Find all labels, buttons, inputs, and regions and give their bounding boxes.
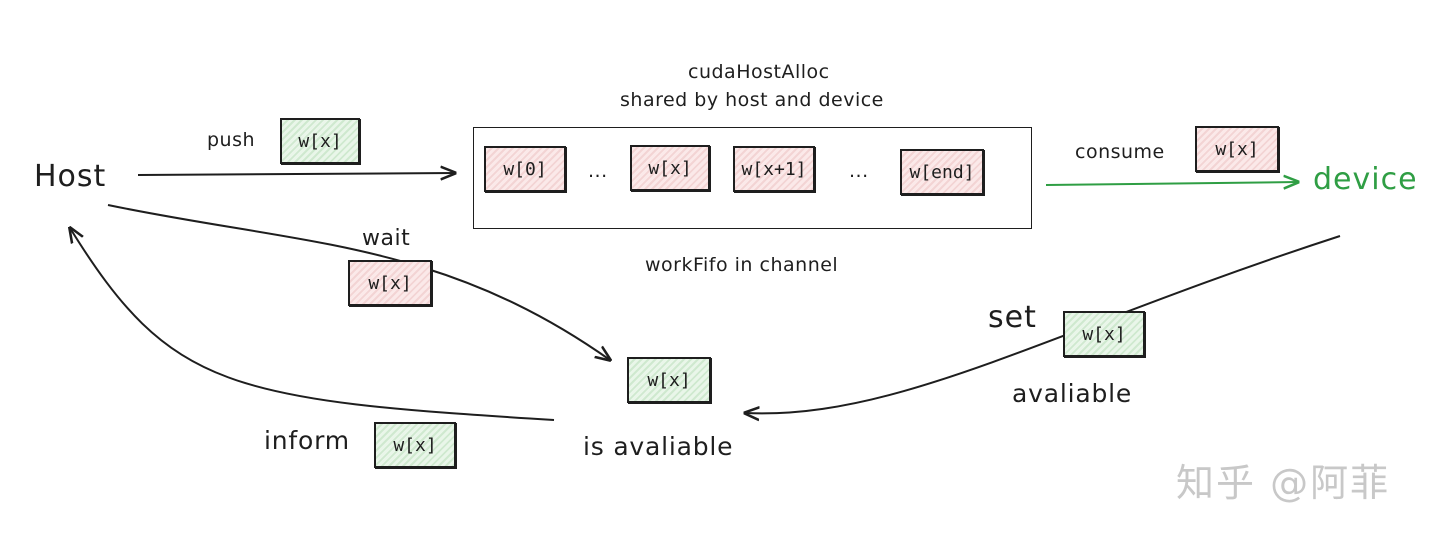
- fifo-item-x-text: w[x]: [648, 157, 692, 179]
- consume-item-text: w[x]: [1215, 138, 1259, 160]
- push-item-box: w[x]: [280, 118, 360, 164]
- consume-item-box: w[x]: [1195, 126, 1279, 172]
- fifo-item-0: w[0]: [484, 146, 566, 192]
- wait-item-box: w[x]: [348, 260, 432, 306]
- fifo-ellipsis-1: ...: [588, 160, 608, 182]
- inform-arrow: [70, 228, 555, 421]
- wait-arrow: [107, 204, 610, 360]
- set-item-text: w[x]: [1082, 323, 1126, 345]
- fifo-item-x: w[x]: [630, 145, 710, 191]
- set-item-box: w[x]: [1063, 311, 1145, 357]
- push-arrow: [137, 173, 455, 175]
- consume-arrow: [1045, 182, 1298, 185]
- consume-label: consume: [1075, 141, 1165, 163]
- inform-item-box: w[x]: [374, 422, 456, 468]
- fifo-item-x-plus-1: w[x+1]: [733, 146, 815, 192]
- device-node: device: [1313, 162, 1418, 197]
- available-state-label: is avaliable: [583, 432, 734, 461]
- fifo-item-end: w[end]: [900, 149, 984, 195]
- fifo-caption: workFifo in channel: [645, 254, 839, 276]
- caption-line-2: shared by host and device: [620, 89, 884, 111]
- wait-item-text: w[x]: [368, 272, 412, 294]
- set-arrow: [745, 235, 1341, 413]
- fifo-item-0-text: w[0]: [503, 158, 547, 180]
- fifo-item-x-plus-1-text: w[x+1]: [741, 158, 807, 180]
- push-item-text: w[x]: [298, 130, 342, 152]
- set-sublabel: avaliable: [1012, 379, 1133, 408]
- fifo-ellipsis-2: ...: [849, 160, 869, 182]
- inform-item-text: w[x]: [393, 434, 437, 456]
- inform-label: inform: [264, 426, 350, 455]
- wait-label: wait: [362, 226, 411, 251]
- caption-line-1: cudaHostAlloc: [688, 61, 830, 83]
- watermark: 知乎 @阿菲: [1176, 461, 1391, 505]
- set-label: set: [988, 300, 1037, 335]
- workfifo-container: [473, 127, 1032, 229]
- push-label: push: [207, 129, 256, 151]
- host-node: Host: [34, 159, 107, 194]
- available-item-box: w[x]: [627, 357, 711, 403]
- available-item-text: w[x]: [647, 369, 691, 391]
- fifo-item-end-text: w[end]: [909, 161, 975, 183]
